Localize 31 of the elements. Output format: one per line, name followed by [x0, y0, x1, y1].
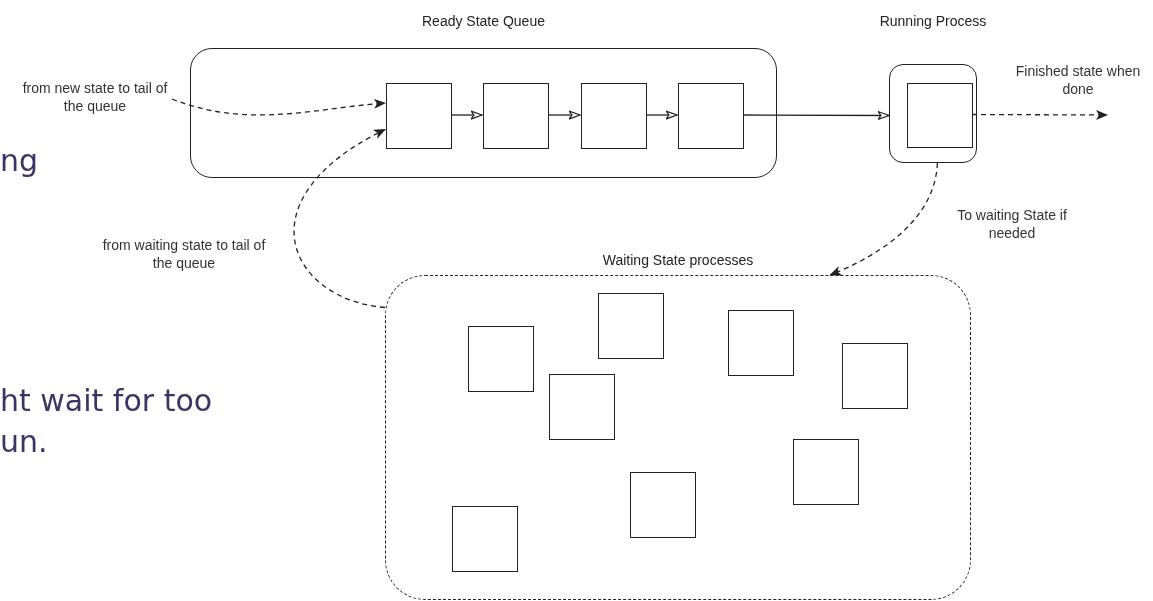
- edge-label: Finished state when done: [1014, 62, 1142, 98]
- arrow: [971, 109, 1108, 120]
- arrow: [547, 110, 581, 120]
- edge-label: To waiting State if needed: [956, 206, 1068, 242]
- arrow: [450, 110, 483, 120]
- process-box: [598, 293, 664, 359]
- slide-text-fragment: ht wait for too: [0, 383, 213, 419]
- process-box: [549, 374, 615, 440]
- container-heading: Ready State Queue: [421, 12, 546, 31]
- process-box: [386, 83, 452, 149]
- container-heading: Waiting State processes: [601, 251, 755, 270]
- process-box: [630, 472, 696, 538]
- process-box: [907, 83, 973, 148]
- note-text: from new state to tail of the queue: [18, 79, 172, 119]
- arrow: [645, 110, 678, 120]
- process-box: [581, 83, 647, 149]
- process-box: [793, 439, 859, 505]
- process-box: [842, 343, 908, 409]
- process-box: [728, 310, 794, 376]
- arrow: [171, 98, 386, 116]
- process-box: [483, 83, 549, 149]
- container-heading: Running Process: [878, 12, 988, 31]
- edge-label: from waiting state to tail of the queue: [101, 236, 267, 272]
- arrow: [293, 128, 386, 309]
- process-box: [468, 326, 534, 392]
- process-box: [452, 506, 518, 572]
- slide-text-fragment: un.: [0, 424, 48, 460]
- arrow: [742, 110, 890, 121]
- arrow: [829, 162, 939, 276]
- slide-text-fragment: ng: [0, 143, 39, 179]
- process-box: [678, 83, 744, 149]
